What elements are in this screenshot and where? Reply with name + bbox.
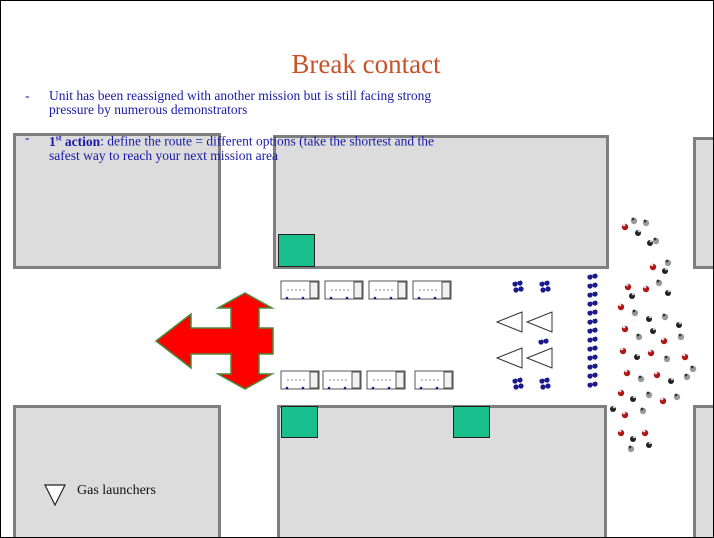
bullet-text: Unit has been reassigned with another mi… bbox=[49, 88, 432, 117]
police-line bbox=[512, 271, 598, 390]
bullet-mark: - bbox=[25, 130, 30, 145]
truck-convoy-top bbox=[280, 280, 452, 300]
triangle-down-icon bbox=[44, 484, 66, 507]
slide-title: Break contact bbox=[291, 49, 441, 79]
building-bottom-left bbox=[13, 405, 221, 537]
building-bottom-right bbox=[693, 405, 713, 537]
demonstrator-crowd bbox=[610, 217, 697, 453]
vehicle-marker bbox=[281, 406, 318, 438]
building-top-left bbox=[13, 133, 221, 269]
truck-convoy-bottom bbox=[280, 370, 454, 390]
vehicle-marker bbox=[278, 234, 315, 267]
bullet-item: - Unit has been reassigned with another … bbox=[25, 89, 445, 117]
gas-launchers-label: Gas launchers bbox=[77, 483, 156, 498]
building-top-right bbox=[693, 137, 713, 269]
building-top-center bbox=[273, 135, 609, 269]
bullet-list: - Unit has been reassigned with another … bbox=[25, 89, 445, 177]
vehicle-marker bbox=[453, 406, 490, 438]
bullet-lead: 1st action bbox=[49, 133, 101, 149]
gas-launcher-icons bbox=[495, 311, 553, 369]
building-bottom-center bbox=[277, 405, 607, 537]
bullet-mark: - bbox=[25, 88, 30, 103]
bullet-item: - 1st action: define the route = differe… bbox=[25, 131, 445, 163]
three-way-arrow-icon bbox=[154, 292, 275, 390]
bullet-text: : define the route = different options (… bbox=[49, 133, 435, 163]
